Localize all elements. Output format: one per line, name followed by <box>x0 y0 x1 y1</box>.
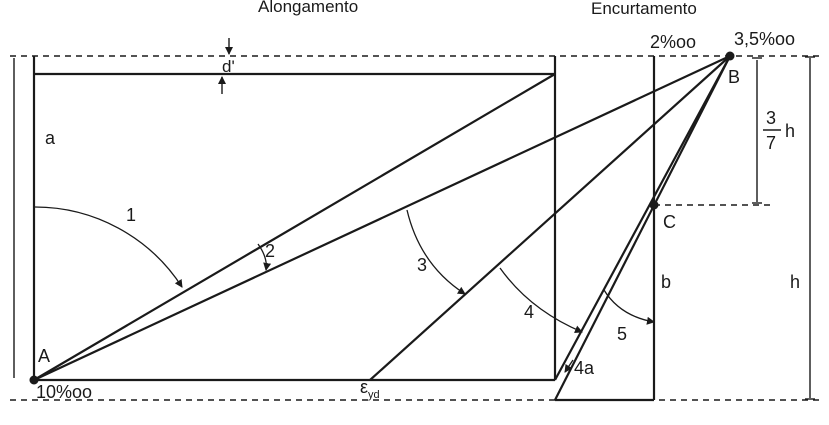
arc-domain-1 <box>33 206 183 288</box>
point-A <box>29 375 39 385</box>
domain-label-1: 1 <box>126 205 136 225</box>
frac-h: h <box>785 121 795 141</box>
label-b: b <box>661 272 671 292</box>
arc-domain-2 <box>257 243 272 271</box>
arc-domain-4 <box>499 267 583 333</box>
domain-label-2: 2 <box>265 241 275 261</box>
arc-domain-4a <box>564 359 574 373</box>
line-A-to-B <box>33 55 731 381</box>
label-eps-35permil: 3,5%oo <box>734 29 795 49</box>
label-eps-10permil: 10%oo <box>36 382 92 402</box>
line-B-to-section-bottom <box>554 55 731 381</box>
arc-domain-3 <box>406 209 466 295</box>
label-eps-yd: εyd <box>360 377 380 401</box>
domain-label-3: 3 <box>417 255 427 275</box>
domain-label-4a: 4a <box>574 358 595 378</box>
arc-domain-5 <box>603 289 655 325</box>
point-B <box>725 51 735 61</box>
label-point-A: A <box>38 346 50 366</box>
line-B-to-bottom-fiber <box>554 55 731 401</box>
header-encurtamento: Encurtamento <box>591 0 697 18</box>
d-prime-label: d' <box>222 57 235 76</box>
line-A-to-top-right <box>33 73 556 381</box>
point-C <box>649 200 659 210</box>
frac-den: 7 <box>766 133 776 153</box>
header-alongamento: Alongamento <box>258 0 358 16</box>
frac-num: 3 <box>766 108 776 128</box>
label-eps-2permil: 2%oo <box>650 32 696 52</box>
label-a: a <box>45 128 56 148</box>
domain-label-4: 4 <box>524 302 534 322</box>
label-point-C: C <box>663 212 676 232</box>
domain-label-5: 5 <box>617 324 627 344</box>
line-eyd-to-B <box>369 55 731 381</box>
label-point-B: B <box>728 67 740 87</box>
label-h-right: h <box>790 272 800 292</box>
